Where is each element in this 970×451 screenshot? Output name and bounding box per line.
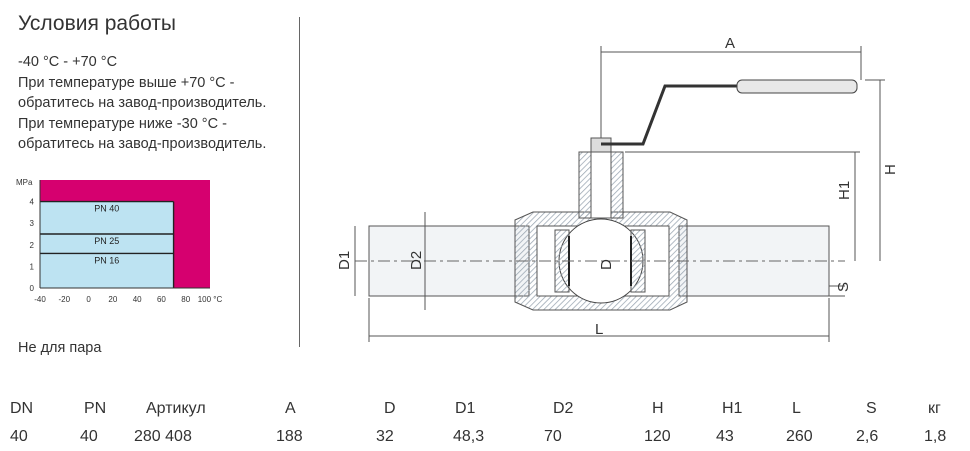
label-L: L [595, 321, 603, 338]
handle [601, 84, 737, 146]
x-tick-label: 100 °C [198, 295, 223, 304]
specs-header-row: DN PN Артикул A D D1 D2 H H1 L S кг [0, 400, 970, 420]
data-cell: 120 [644, 428, 671, 445]
page-title: Условия работы [18, 12, 177, 35]
header-cell: DN [10, 400, 34, 417]
header-cell: D2 [553, 400, 574, 417]
series-label: PN 16 [94, 255, 119, 265]
label-A: A [725, 35, 735, 52]
y-axis-label: MPa [16, 178, 33, 187]
x-tick-label: 80 [181, 295, 190, 304]
x-tick-label: 0 [86, 295, 91, 304]
label-S: S [835, 282, 852, 292]
y-tick-label: 4 [30, 198, 35, 207]
data-cell: 43 [716, 428, 734, 445]
allowed-region [40, 201, 174, 288]
label-D2: D2 [408, 251, 425, 270]
pressure-temperature-chart: PN 40 PN 25 PN 16 0 1 2 3 4 MPa -40 -20 0 20 40 60 80 10… [16, 178, 223, 304]
condition-line: При температуре ниже -30 °C - [18, 115, 227, 132]
x-tick-label: -20 [59, 295, 71, 304]
y-tick-label: 0 [30, 284, 35, 293]
header-cell: L [792, 400, 801, 417]
header-cell: Артикул [146, 400, 206, 417]
x-tick-label: -40 [34, 295, 46, 304]
condition-line: обратитесь на завод-производитель. [18, 136, 267, 152]
data-cell: 188 [276, 428, 303, 445]
data-cell: 40 [10, 428, 28, 445]
data-cell: 40 [80, 428, 98, 445]
label-H: H [882, 164, 899, 175]
data-cell: 1,8 [924, 428, 947, 445]
header-cell: PN [84, 400, 107, 417]
x-tick-label: 20 [108, 295, 117, 304]
steam-note: Не для пара [18, 340, 102, 356]
y-tick-label: 1 [30, 262, 35, 271]
header-cell: A [285, 400, 296, 417]
data-cell: 260 [786, 428, 813, 445]
data-cell: 32 [376, 428, 394, 445]
condition-line: обратитесь на завод-производитель. [18, 95, 267, 111]
data-cell: 280 408 [134, 428, 192, 445]
y-tick-label: 2 [30, 241, 35, 250]
series-label: PN 40 [94, 204, 119, 214]
label-D: D [598, 259, 615, 270]
y-tick-label: 3 [30, 219, 35, 228]
data-cell: 48,3 [453, 428, 485, 445]
condition-line: -40 °C - +70 °C [18, 54, 118, 70]
header-cell: H [652, 400, 664, 417]
specs-data-row: 40 40 280 408 188 32 48,3 70 120 43 260 … [0, 428, 970, 448]
header-cell: D1 [455, 400, 476, 417]
operating-conditions: -40 °C - +70 °C При температуре выше +70… [18, 52, 266, 155]
ball-valve-drawing: A H H1 D1 D2 D S L [336, 35, 899, 342]
label-H1: H1 [836, 181, 853, 200]
header-cell: D [384, 400, 396, 417]
header-cell: кг [928, 400, 941, 417]
data-cell: 70 [544, 428, 562, 445]
data-cell: 2,6 [856, 428, 879, 445]
vertical-divider [299, 17, 300, 347]
condition-line: При температуре выше +70 °C - [18, 74, 235, 91]
series-label: PN 25 [94, 236, 119, 246]
x-tick-label: 40 [133, 295, 142, 304]
header-cell: S [866, 400, 877, 417]
label-D1: D1 [336, 251, 353, 270]
header-cell: H1 [722, 400, 743, 417]
x-tick-label: 60 [157, 295, 166, 304]
